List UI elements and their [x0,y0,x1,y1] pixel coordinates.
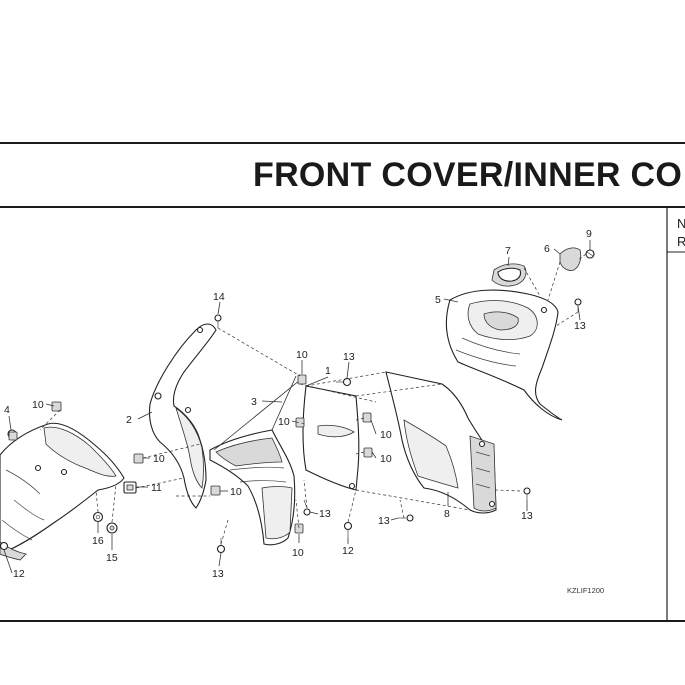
callout-14: 14 [213,291,225,303]
callout-13-a: 13 [343,351,355,363]
top-border-line [0,142,685,144]
center-inner-panel-part [302,385,360,491]
front-cover-part [0,422,125,561]
callout-11: 11 [151,482,162,494]
inner-panel-right-part [385,371,497,514]
callout-10-b: 10 [153,453,165,465]
callout-2: 2 [126,414,132,426]
side-column-header-2: R [677,234,685,249]
callout-7: 7 [505,245,511,257]
hardware-screws [0,298,582,554]
callout-12-a: 12 [13,568,25,580]
callout-12-b: 12 [342,545,354,557]
callout-13-c: 13 [319,508,331,520]
callout-16: 16 [92,535,104,547]
callout-13-e: 13 [521,510,533,522]
center-cover-part [209,375,301,546]
callout-5: 5 [435,294,441,306]
callout-labels: 1 2 3 4 5 6 7 8 9 10 10 10 10 10 10 10 1… [4,228,604,595]
callout-15: 15 [106,552,118,564]
assembly-lines [39,253,587,545]
callout-13-f: 13 [212,568,224,580]
callout-13-b: 13 [574,320,586,332]
bottom-border-line [0,620,685,622]
callout-leaders [3,240,591,574]
page-title: FRONT COVER/INNER CO [253,156,683,194]
hardware-clips [51,374,373,534]
side-column-header-1: N [677,216,685,231]
callout-9: 9 [586,228,592,240]
callout-10-f: 10 [380,429,392,441]
callout-1: 1 [325,365,331,377]
callout-8: 8 [444,508,450,520]
callout-10-d: 10 [296,349,308,361]
callout-10-h: 10 [292,547,304,559]
callout-3: 3 [251,396,257,408]
upper-inner-cover-part [445,289,563,421]
screw-part-9 [585,249,595,259]
title-underline [0,206,685,208]
emblem-part [491,263,527,287]
inner-cover-left-part [148,323,217,509]
callout-10-a: 10 [32,399,44,411]
callout-10-e: 10 [278,416,290,428]
callout-13-d: 13 [378,515,390,527]
lid-part [559,247,582,271]
callout-10-g: 10 [380,453,392,465]
callout-4: 4 [4,404,10,416]
callout-10-c: 10 [230,486,242,498]
callout-6: 6 [544,243,550,255]
drawing-code: KZLIF1200 [567,586,604,595]
